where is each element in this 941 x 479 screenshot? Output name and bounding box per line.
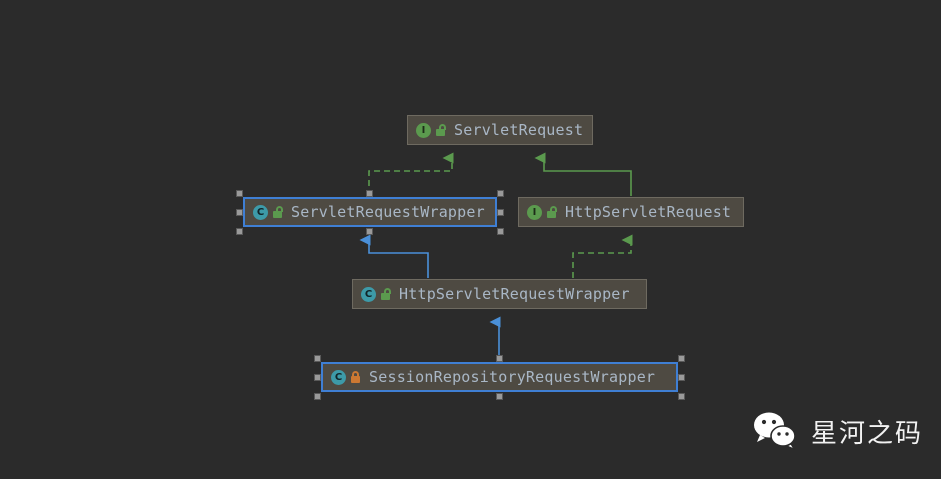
selection-handle-e[interactable] [497,209,504,216]
selection-handle-ne[interactable] [497,190,504,197]
edge-http-servlet-request-wrapper-extends-servlet-request-wrapper [359,234,429,278]
selection-handle-se[interactable] [497,228,504,235]
node-icons-http-servlet-request: I [527,204,557,220]
uml-node-label: HttpServletRequestWrapper [399,285,630,303]
edge-servlet-request-wrapper-implements-servlet-request [368,152,454,196]
watermark: 星河之码 [753,411,923,451]
node-icons-servlet-request: I [416,122,446,138]
uml-node-session-repository-request-wrapper[interactable]: C SessionRepositoryRequestWrapper [321,362,678,392]
selection-handle-w[interactable] [314,374,321,381]
interface-icon: I [527,204,542,220]
selection-handle-n[interactable] [366,190,373,197]
selection-handle-n[interactable] [496,355,503,362]
node-icons-session-repository-request-wrapper: C [331,369,361,385]
uml-node-servlet-request[interactable]: I ServletRequest [407,115,593,145]
selection-handle-sw[interactable] [314,393,321,400]
class-icon: C [253,204,268,220]
selection-handle-se[interactable] [678,393,685,400]
uml-node-http-servlet-request[interactable]: I HttpServletRequest [518,197,744,227]
unlocked-padlock-icon [380,288,391,300]
class-icon: C [331,369,346,385]
node-icons-servlet-request-wrapper: C [253,204,283,220]
uml-node-label: ServletRequest [454,121,584,139]
selection-handle-e[interactable] [678,374,685,381]
interface-icon: I [416,122,431,138]
uml-node-label: ServletRequestWrapper [291,203,485,221]
wechat-logo-icon [753,412,796,451]
selection-handle-w[interactable] [236,209,243,216]
selection-handle-s[interactable] [496,393,503,400]
class-icon: C [361,286,376,302]
edge-http-servlet-request-wrapper-implements-http-servlet-request [572,234,633,278]
selection-handle-nw[interactable] [314,355,321,362]
unlocked-padlock-icon [546,206,557,218]
uml-node-http-servlet-request-wrapper[interactable]: C HttpServletRequestWrapper [352,279,647,309]
unlocked-padlock-icon [272,206,283,218]
uml-node-servlet-request-wrapper[interactable]: C ServletRequestWrapper [243,197,497,227]
watermark-text: 星河之码 [810,418,923,449]
edge-http-servlet-request-extends-servlet-request [534,152,632,196]
uml-node-label: HttpServletRequest [565,203,732,221]
unlocked-padlock-icon [435,124,446,136]
selection-handle-ne[interactable] [678,355,685,362]
node-icons-http-servlet-request-wrapper: C [361,286,391,302]
uml-node-label: SessionRepositoryRequestWrapper [369,368,656,386]
selection-handle-sw[interactable] [236,228,243,235]
locked-padlock-icon [350,371,361,383]
selection-handle-s[interactable] [366,228,373,235]
selection-handle-nw[interactable] [236,190,243,197]
